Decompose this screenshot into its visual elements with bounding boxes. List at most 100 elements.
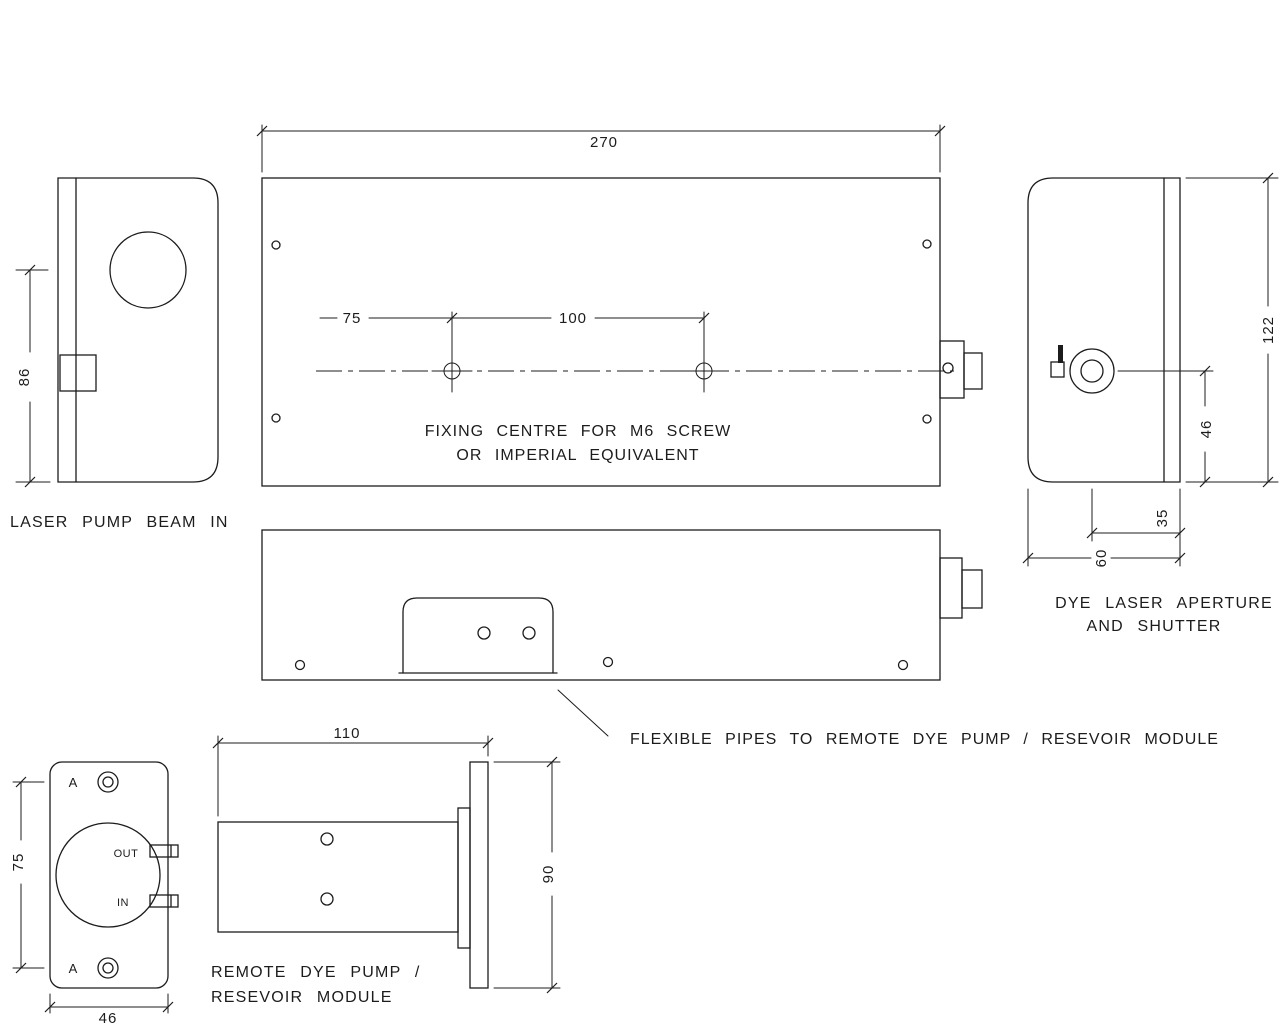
tick (15, 776, 27, 788)
fixing-note-line1: FIXING CENTRE FOR M6 SCREW (425, 423, 731, 440)
pipe-stub (149, 894, 179, 908)
fixing-centre-right (683, 311, 725, 393)
tick (546, 982, 558, 994)
bolt-inner (102, 776, 114, 788)
pump-front-outline (49, 761, 169, 989)
pump-beam-port (59, 354, 97, 392)
tick (482, 737, 494, 749)
dim-value-60: 60 (1093, 549, 1110, 568)
tick (24, 476, 36, 488)
dim-value-75: 75 (10, 853, 27, 872)
screw-hole (271, 413, 281, 423)
dim-value-122: 122 (1260, 316, 1277, 344)
tick (212, 737, 224, 749)
bolt-outer (97, 957, 119, 979)
screw-hole (602, 656, 614, 668)
pipe-bracket (402, 597, 554, 674)
dim-value-46: 46 (1198, 420, 1215, 439)
pump-body-hole (320, 892, 334, 906)
tick (698, 312, 710, 324)
tick (934, 125, 946, 137)
caption-aperture-line2: AND SHUTTER (1087, 618, 1222, 635)
tick (1174, 552, 1186, 564)
shutter-lever (1058, 345, 1063, 363)
dim-value-110: 110 (334, 725, 361, 742)
tick (15, 962, 27, 974)
pump-flange (469, 761, 489, 989)
tick (1199, 476, 1211, 488)
dimension-60: 60 (1022, 488, 1186, 568)
caption-remote-pump-line2: RESEVOIR MODULE (211, 989, 393, 1006)
tick (44, 1001, 56, 1013)
dimension-46-pump: 46 (44, 993, 174, 1024)
pump-beam-entry-circle (109, 231, 187, 309)
dimension-122: 122 (1185, 172, 1279, 488)
tick (1262, 172, 1274, 184)
dim-value-75: 75 (343, 310, 362, 327)
fixing-centre-left (431, 311, 473, 393)
tick (1022, 552, 1034, 564)
dim-value-100: 100 (559, 310, 587, 327)
dim-value-46: 46 (99, 1010, 118, 1024)
fixing-note-line2: OR IMPERIAL EQUIVALENT (456, 447, 699, 464)
view-pump-front: A A OUT IN 75 46 (10, 761, 179, 1024)
leader-line (557, 689, 609, 737)
tick (1262, 476, 1274, 488)
screw-hole (922, 239, 932, 249)
dimension-110: 110 (212, 725, 494, 817)
tick (546, 756, 558, 768)
dimension-270: 270 (256, 124, 946, 173)
tick (256, 125, 268, 137)
port-label-out: OUT (114, 848, 139, 860)
dim-value-90: 90 (540, 865, 557, 884)
screw-hole (922, 414, 932, 424)
shutter-knob (1050, 361, 1065, 378)
screw-hole (271, 240, 281, 250)
dim-value-86: 86 (16, 368, 33, 387)
aperture-view-outline (1027, 177, 1181, 483)
view-laser-pump-beam-in: 86 LASER PUMP BEAM IN (10, 177, 229, 531)
tick (446, 312, 458, 324)
bolt-outer (97, 771, 119, 793)
tick (1174, 527, 1186, 539)
pipe-stub-out (149, 844, 179, 858)
bracket-hole (522, 626, 536, 640)
caption-aperture-line1: DYE LASER APERTURE (1055, 595, 1273, 612)
pump-body-outline (217, 821, 459, 933)
connector-block (939, 557, 963, 619)
tick (24, 264, 36, 276)
connector-stub (961, 569, 983, 609)
side-view-outline (261, 529, 941, 681)
dimension-75-100: 75 100 (319, 310, 710, 327)
tick (162, 1001, 174, 1013)
connector-hole (942, 362, 954, 374)
section-marker-a-top: A (69, 775, 78, 790)
view-side: FLEXIBLE PIPES TO REMOTE DYE PUMP / RESE… (261, 529, 1218, 748)
pump-beam-outline (57, 177, 219, 483)
view-pump-side: 110 90 REMOTE DYE PUMP / RESEVOIR MODULE (211, 725, 561, 1006)
view-aperture-shutter: 122 46 35 60 DYE LA (1022, 172, 1279, 635)
dim-value-35: 35 (1154, 509, 1171, 528)
screw-hole (897, 659, 909, 671)
dimension-46-aperture: 46 (1117, 365, 1215, 488)
tick (1199, 365, 1211, 377)
port-label-in: IN (117, 897, 129, 909)
section-marker-a-bottom: A (69, 961, 78, 976)
pipe-stub (149, 844, 179, 858)
aperture-inner-circle (1080, 359, 1104, 383)
dimension-90: 90 (493, 756, 561, 994)
dimension-35: 35 (1086, 488, 1186, 567)
top-view-outline (261, 177, 941, 487)
aperture-outer-circle (1069, 348, 1115, 394)
dimension-75-pump: 75 (10, 776, 45, 974)
screw-hole (294, 659, 306, 671)
dimension-86: 86 (15, 264, 51, 488)
caption-laser-pump-beam-in: LASER PUMP BEAM IN (10, 514, 229, 531)
pump-body-hole (320, 832, 334, 846)
view-top: 75 100 270 FIXING CENTRE FOR M6 SCREW OR… (256, 124, 983, 487)
connector-stub (963, 352, 983, 390)
pipe-stub-in (149, 894, 179, 908)
bracket-hole (477, 626, 491, 640)
